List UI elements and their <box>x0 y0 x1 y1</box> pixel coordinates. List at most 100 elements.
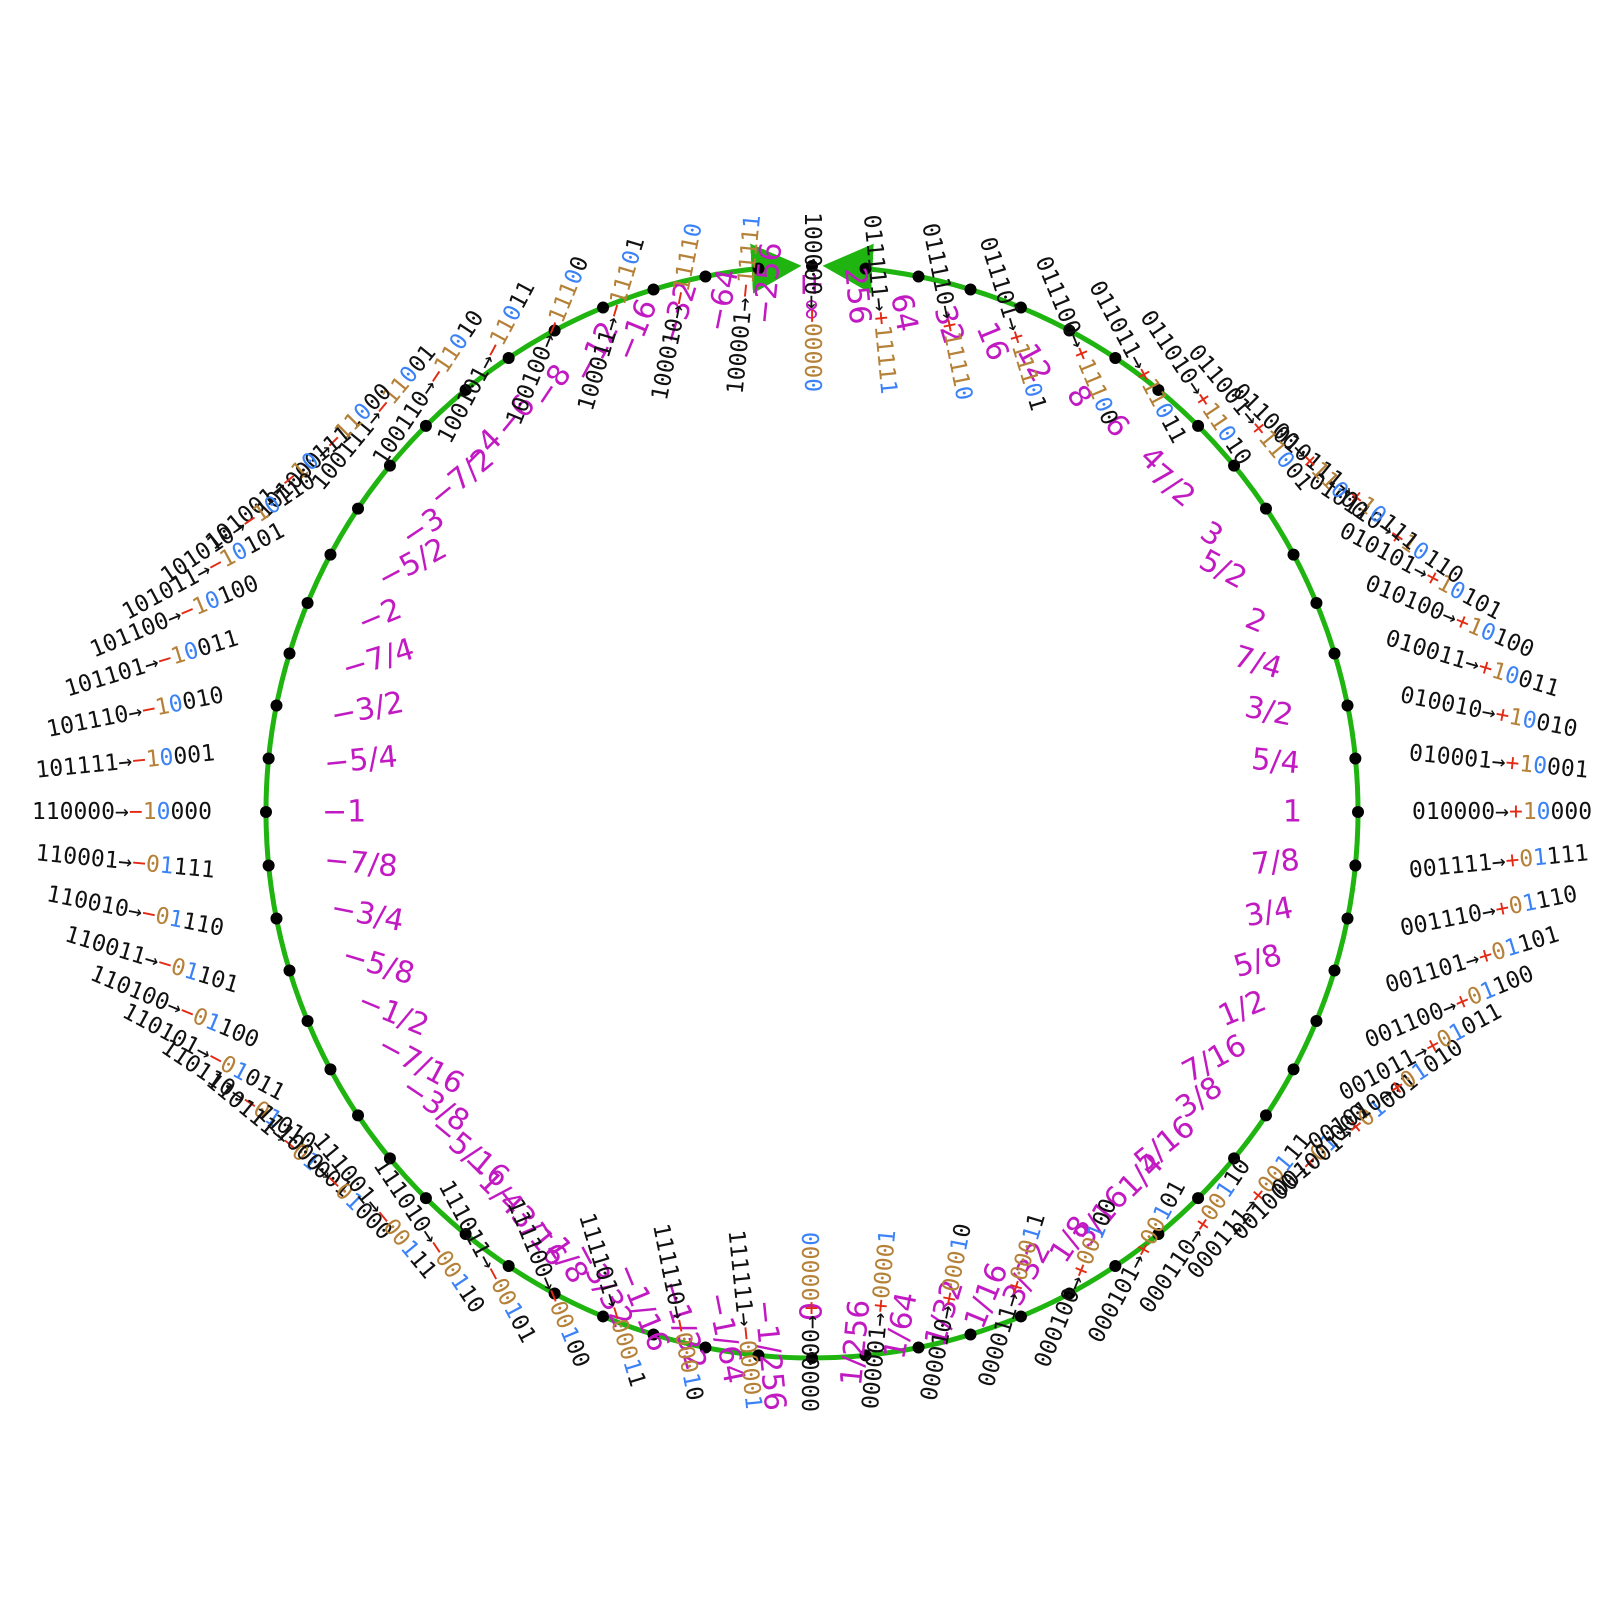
code-label: 100000→−00000 <box>799 212 825 392</box>
code-tail: 011 <box>1515 666 1562 703</box>
ring-dot <box>964 283 977 296</box>
ring-dot <box>548 1287 561 1300</box>
code-sign: − <box>139 696 158 724</box>
code-sign: − <box>129 799 143 825</box>
ring-dot <box>1063 1287 1076 1300</box>
code-regime: 1 <box>1518 751 1534 778</box>
code-regime: 0000 <box>869 1242 900 1300</box>
code-arrow: → <box>799 1315 825 1329</box>
value-label: 5/4 <box>1250 742 1301 782</box>
ring-dot <box>647 283 660 296</box>
ring-dot <box>1328 647 1341 660</box>
value-label: 3/4 <box>1242 890 1296 934</box>
ring-dot <box>1228 459 1241 472</box>
code-bits: 001110 <box>1398 900 1485 942</box>
code-terminator: 1 <box>167 905 186 933</box>
code-regime: 1111 <box>669 235 705 294</box>
code-terminator: 1 <box>1532 844 1548 871</box>
ring-dot <box>912 1341 925 1354</box>
code-arrow: → <box>866 1311 893 1327</box>
code-bits: 100000 <box>799 212 825 295</box>
code-terminator: 1 <box>874 1229 901 1245</box>
value-label: 7/4 <box>1230 639 1286 687</box>
value-label: 1/2 <box>1213 983 1271 1034</box>
ring-dot <box>1341 912 1354 925</box>
ring-dot <box>419 419 432 432</box>
code-terminator: 0 <box>799 378 825 392</box>
code-terminator: 1 <box>739 214 766 230</box>
code-bits: 010010 <box>1398 682 1485 724</box>
code-tail: 011 <box>194 625 241 662</box>
value-label: 0 <box>795 1302 830 1321</box>
code-tail: 0 <box>949 1221 977 1240</box>
code-bits: 011100 <box>1030 253 1086 340</box>
code-arrow: → <box>126 897 145 925</box>
code-tail: 000 <box>170 799 212 825</box>
value-label: 7/8 <box>1250 843 1301 883</box>
code-arrow: → <box>1491 748 1507 775</box>
code-sign: − <box>666 1316 694 1335</box>
value-label: 3 <box>1194 515 1229 555</box>
code-terminator: 0 <box>1532 752 1548 779</box>
code-tail: 100 <box>1489 961 1537 1001</box>
code-bits: 001111 <box>1408 850 1493 884</box>
code-sign: − <box>666 289 694 308</box>
ring-dot <box>301 597 314 610</box>
code-terminator: 0 <box>1520 707 1539 735</box>
code-terminator: 1 <box>677 1371 705 1390</box>
code-arrow: → <box>663 302 691 321</box>
code-regime: 0000 <box>799 323 825 378</box>
code-tail: 111 <box>1546 840 1590 870</box>
code-arrow: → <box>731 296 758 312</box>
ring-dot <box>1310 1014 1323 1027</box>
code-regime: 0 <box>153 903 172 931</box>
ring-dot <box>383 459 396 472</box>
ring-dot <box>419 1192 432 1205</box>
code-bits: 101101 <box>62 654 149 703</box>
code-terminator: 0 <box>167 690 186 718</box>
code-terminator: 1 <box>874 379 901 395</box>
ring-dot <box>383 1152 396 1165</box>
code-regime: 0000 <box>733 1339 764 1397</box>
ring-dot <box>1352 806 1364 818</box>
value-label: 256 <box>837 266 877 326</box>
ring-dot <box>1109 352 1122 365</box>
code-arrow: → <box>117 748 133 775</box>
code-terminator: 0 <box>799 1232 825 1246</box>
ring-dot <box>752 262 765 275</box>
code-terminator: 1 <box>1520 889 1539 917</box>
code-tail: 110 <box>1534 881 1580 915</box>
code-arrow: → <box>115 799 129 825</box>
code-label: 001111→+01111 <box>1408 840 1590 884</box>
ring-dot <box>1152 383 1165 396</box>
ring-dot <box>699 1341 712 1354</box>
code-sign: + <box>1493 701 1512 729</box>
code-sign: + <box>1509 799 1523 825</box>
code-bits: 101111 <box>34 750 119 784</box>
code-sign: + <box>1504 847 1520 874</box>
code-regime: 1111 <box>733 227 764 285</box>
code-arrow: → <box>1495 799 1509 825</box>
code-regime: 1 <box>153 693 172 721</box>
code-sign: − <box>799 309 825 323</box>
code-bits: 110000 <box>32 799 115 825</box>
code-arrow: → <box>126 698 145 726</box>
ring-dot <box>1259 1109 1272 1122</box>
value-label: −7/4 <box>338 632 418 687</box>
code-arrow: → <box>731 1311 758 1327</box>
code-tail: 001 <box>1546 754 1590 784</box>
code-terminator: 0 <box>949 384 977 403</box>
ring-dot <box>1192 1192 1205 1205</box>
ring-dot <box>270 699 283 712</box>
value-label: ±∞ <box>795 272 830 322</box>
code-bits: 010001 <box>1408 740 1493 774</box>
code-arrow: → <box>866 296 893 312</box>
ring-dot <box>548 324 561 337</box>
code-arrow: → <box>1479 698 1498 726</box>
code-tail: 110 <box>180 908 226 942</box>
code-bits: 011101 <box>974 234 1023 321</box>
value-label: −3/4 <box>328 890 407 939</box>
code-terminator: 1 <box>946 1235 974 1254</box>
code-terminator: 0 <box>157 799 171 825</box>
